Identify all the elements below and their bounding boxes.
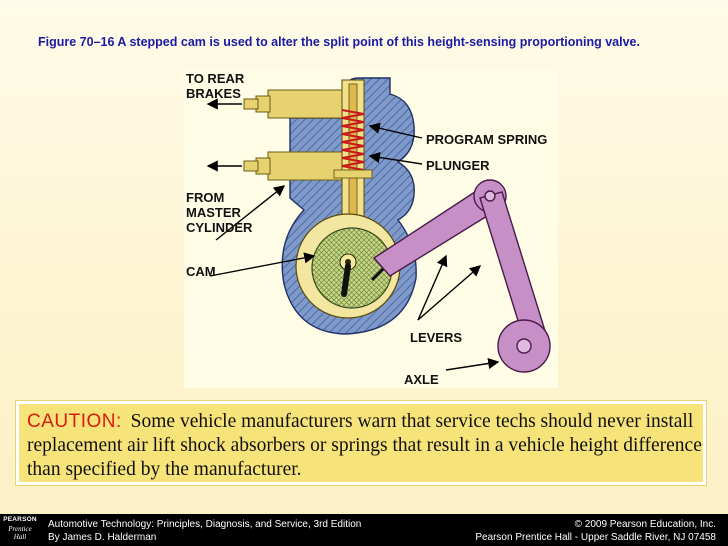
footer-left: Automotive Technology: Principles, Diagn… bbox=[48, 518, 361, 544]
caution-body: Some vehicle manufacturers warn that ser… bbox=[27, 411, 702, 480]
label-levers: LEVERS bbox=[410, 330, 462, 345]
label-to-rear-brakes-1: TO REAR bbox=[186, 71, 245, 86]
label-axle: AXLE bbox=[404, 372, 439, 387]
label-plunger: PLUNGER bbox=[426, 158, 490, 173]
publisher: Pearson Prentice Hall - Upper Saddle Riv… bbox=[475, 532, 716, 543]
label-arrows bbox=[206, 98, 500, 371]
levers bbox=[372, 179, 551, 373]
label-to-rear-brakes-2: BRAKES bbox=[186, 86, 241, 101]
valve-diagram: TO REAR BRAKES FROM MASTER CYLINDER CAM … bbox=[184, 70, 558, 388]
valve-diagram-svg: TO REAR BRAKES FROM MASTER CYLINDER CAM … bbox=[186, 71, 551, 387]
label-from-master-2: MASTER bbox=[186, 205, 242, 220]
figure-caption: Figure 70–16 A stepped cam is used to al… bbox=[38, 35, 640, 49]
caution-heading: CAUTION: bbox=[27, 411, 122, 432]
book-title: Automotive Technology: Principles, Diagn… bbox=[48, 519, 362, 530]
label-cam: CAM bbox=[186, 264, 216, 279]
label-from-master-1: FROM bbox=[186, 190, 224, 205]
publisher-logo: PEARSON Prentice Hall bbox=[2, 516, 38, 544]
label-program-spring: PROGRAM SPRING bbox=[426, 132, 547, 147]
caution-text: CAUTION: Some vehicle manufacturers warn… bbox=[27, 410, 702, 482]
label-from-master-3: CYLINDER bbox=[186, 220, 253, 235]
logo-prentice: Prentice bbox=[8, 525, 32, 533]
logo-hall: Hall bbox=[13, 533, 27, 541]
footer-right: © 2009 Pearson Education, Inc. Pearson P… bbox=[475, 518, 716, 544]
author: By James D. Halderman bbox=[48, 532, 157, 543]
caution-box: CAUTION: Some vehicle manufacturers warn… bbox=[16, 401, 706, 485]
copyright: © 2009 Pearson Education, Inc. bbox=[574, 519, 716, 530]
footer-bar: PEARSON Prentice Hall Automotive Technol… bbox=[0, 514, 728, 546]
plunger-assembly bbox=[333, 79, 373, 221]
logo-pearson: PEARSON bbox=[3, 516, 37, 523]
brake-line-tubes bbox=[243, 89, 343, 181]
